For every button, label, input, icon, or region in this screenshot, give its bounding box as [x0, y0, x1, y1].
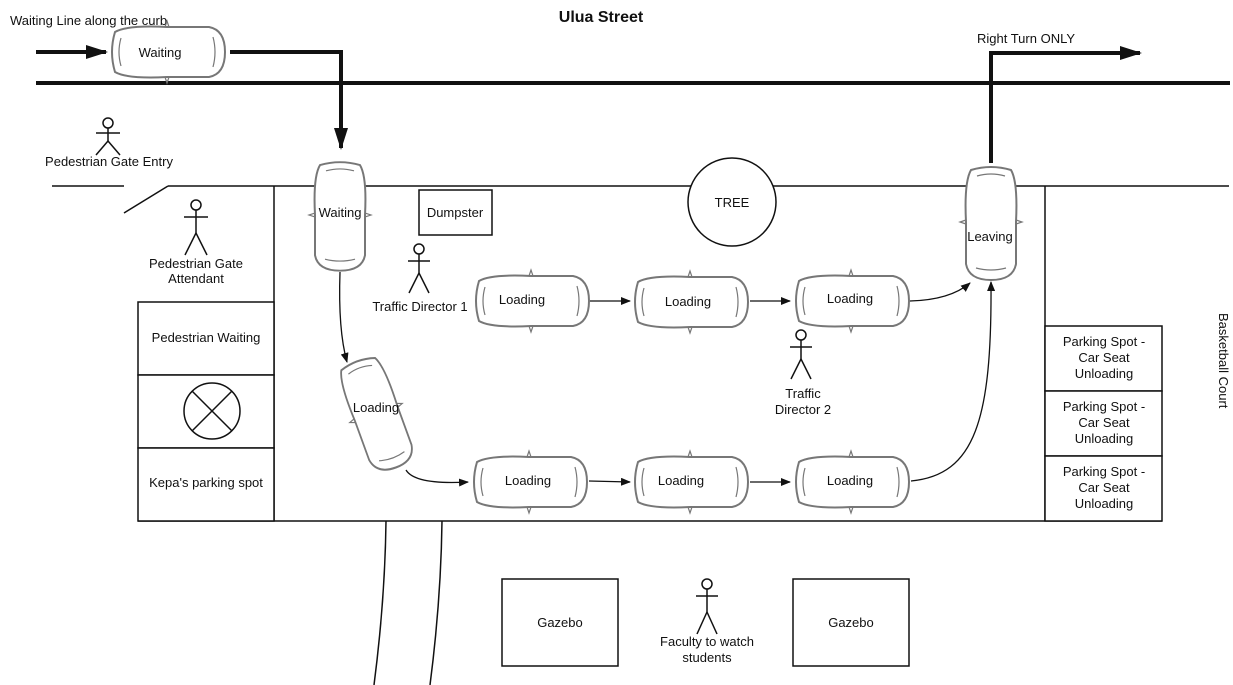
right-turn-arrow [989, 46, 1142, 163]
car-leaving [959, 166, 1023, 281]
pedestrian-waiting-box [137, 301, 275, 376]
parking-spot-3-line3: Unloading [1075, 496, 1134, 511]
parking-spot-1-box [1044, 325, 1163, 392]
gate-attendant-label-line2: Attendant [168, 271, 224, 286]
gazebo-left-box [501, 578, 619, 667]
faculty-label-line2: students [682, 650, 732, 665]
traffic-director-2-label-line2: Director 2 [775, 402, 831, 417]
flow-entry-to-loading [338, 271, 349, 363]
street-title: Ulua Street [559, 9, 644, 26]
walkway-line-right [429, 520, 443, 685]
pedestrian-gate-entry-person-icon [95, 117, 121, 156]
faculty-label-line1: Faculty to watch [660, 634, 754, 649]
traffic-director-1-label: Traffic Director 1 [372, 299, 467, 314]
dumpster-box [418, 189, 493, 236]
parking-spot-3-line1: Parking Spot - [1063, 464, 1145, 479]
parking-spot-2-line2: Car Seat [1078, 415, 1130, 430]
gate-attendant-label-line1: Pedestrian Gate [149, 256, 243, 271]
kepa-parking-box [137, 447, 275, 522]
traffic-director-1-person-icon [408, 243, 430, 294]
traffic-director-2-person-icon [790, 329, 812, 380]
car-bottom-loading-1-label: Loading [505, 473, 551, 488]
car-bottom-loading-2-label: Loading [658, 473, 704, 488]
traffic-director-2-label-line1: Traffic [785, 386, 821, 401]
car-bottom-loading-3-label: Loading [827, 473, 873, 488]
pedestrian-gate-entry-label: Pedestrian Gate Entry [45, 154, 173, 169]
parking-spot-3-line2: Car Seat [1078, 480, 1130, 495]
faculty-person-icon [696, 578, 718, 635]
tree-circle [687, 157, 777, 247]
parking-spot-2-box [1044, 390, 1163, 457]
car-top-loading-3-label: Loading [827, 291, 873, 306]
car-turn-loading-label: Loading [353, 400, 399, 415]
pedestrian-gate [123, 185, 169, 214]
parking-spot-1-line3: Unloading [1075, 366, 1134, 381]
car-street-waiting-label: Waiting [139, 45, 182, 60]
parking-spot-3-box [1044, 455, 1163, 522]
entry-arrow [230, 50, 348, 150]
flow-top-to-leaving [909, 282, 971, 302]
parking-spot-1-line2: Car Seat [1078, 350, 1130, 365]
basketball-court-label: Basketball Court [1216, 313, 1231, 409]
car-entry-waiting-label: Waiting [319, 205, 362, 220]
crossed-circle-box [137, 374, 275, 449]
gate-attendant-person-icon [184, 199, 208, 256]
parking-spot-1-line1: Parking Spot - [1063, 334, 1145, 349]
pedestrian-waiting-label: Pedestrian Waiting [152, 330, 261, 345]
gazebo-right-box [792, 578, 910, 667]
car-top-loading-2-label: Loading [665, 294, 711, 309]
parking-spot-2-line1: Parking Spot - [1063, 399, 1145, 414]
crossed-circle-icon [183, 382, 241, 440]
kepa-parking-label: Kepa's parking spot [149, 475, 263, 490]
car-leaving-label: Leaving [967, 229, 1013, 244]
flow-turn-to-bottom-1 [405, 469, 469, 487]
walkway-line-left [373, 520, 387, 685]
tree-label: TREE [715, 195, 750, 210]
car-top-loading-1-label: Loading [499, 292, 545, 307]
dumpster-label: Dumpster [427, 205, 484, 220]
gazebo-right-label: Gazebo [828, 615, 874, 630]
parking-spot-2-line3: Unloading [1075, 431, 1134, 446]
flow-bottom-to-leaving [910, 281, 996, 482]
right-turn-label: Right Turn ONLY [977, 31, 1075, 46]
gazebo-left-label: Gazebo [537, 615, 583, 630]
waiting-line-label: Waiting Line along the curb [10, 13, 167, 28]
flow-bottom-1-2 [588, 477, 631, 486]
